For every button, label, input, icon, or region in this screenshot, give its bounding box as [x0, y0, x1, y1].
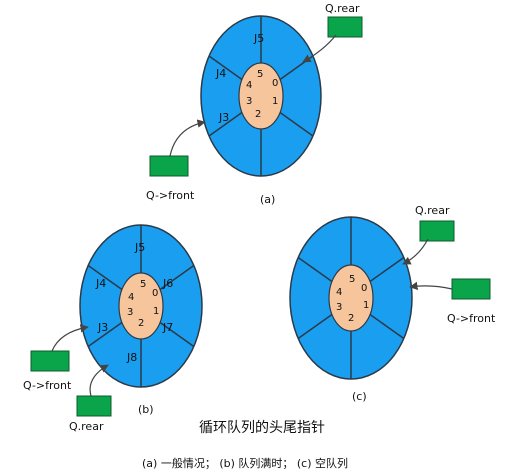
ring-divider-a-5: [208, 111, 243, 137]
queue-ring-a: [200, 15, 322, 177]
ring-divider-c-2: [369, 256, 405, 283]
index-label-b-1: 1: [153, 306, 159, 317]
pointer-arrow-a-front: [169, 119, 206, 157]
ring-divider-c-0: [297, 256, 333, 283]
index-label-b-0: 0: [152, 288, 158, 299]
pointer-box-b-front: [30, 350, 70, 372]
diagram-a: J5 J4 J3 5 0 4 1 3 2 Q.rear Q->front (a): [146, 2, 363, 206]
index-label-c-5: 5: [349, 274, 355, 285]
pointer-label-b-front: Q->front: [23, 379, 72, 392]
pointer-arrow-a-rear: [302, 34, 337, 63]
queue-ring-b: [79, 224, 203, 388]
diagram-b: J5 J4 J6 J3 J7 J8 5 0 4 1 3 2 Q->front Q…: [23, 224, 203, 433]
pointer-arrow-c-rear: [402, 238, 429, 265]
ring-divider-b-0: [87, 264, 123, 291]
index-label-a-2: 2: [255, 109, 261, 120]
ring-hub-a: [238, 62, 284, 130]
index-label-c-1: 1: [363, 300, 369, 311]
index-label-c-4: 4: [336, 287, 342, 298]
index-label-c-3: 3: [336, 302, 342, 313]
ring-divider-b-5: [87, 321, 123, 348]
pointer-label-b-rear: Q.rear: [69, 420, 104, 433]
index-label-a-0: 0: [272, 78, 278, 89]
index-label-a-5: 5: [257, 69, 263, 80]
index-label-a-4: 4: [246, 80, 252, 91]
ring-hub-c: [328, 264, 374, 332]
slot-label-b-j5: J5: [134, 241, 145, 254]
index-label-c-0: 0: [361, 283, 367, 294]
slot-label-b-j6: J6: [162, 277, 173, 290]
queue-ring-c: [289, 216, 413, 380]
pointer-label-c-front: Q->front: [447, 312, 496, 325]
pointer-label-a-front: Q->front: [146, 189, 195, 202]
subtitle-a: (a): [260, 193, 275, 206]
figure-note: (a) 一般情况； (b) 队列满时； (c) 空队列: [142, 456, 348, 470]
slot-label-b-j3: J3: [97, 321, 108, 334]
figure-caption: 循环队列的头尾指针: [199, 420, 325, 436]
ring-divider-c-3: [369, 313, 405, 340]
slot-label-a-j5: J5: [253, 32, 264, 45]
index-label-b-5: 5: [140, 279, 146, 290]
ring-divider-a-0: [208, 55, 243, 81]
pointer-arrow-c-front: [409, 281, 453, 291]
index-label-b-3: 3: [127, 307, 133, 318]
slot-label-b-j8: J8: [126, 351, 137, 364]
pointer-label-c-rear: Q.rear: [415, 204, 450, 217]
slot-label-a-j3: J3: [218, 111, 229, 124]
index-label-b-2: 2: [138, 318, 144, 329]
index-label-a-3: 3: [246, 96, 252, 107]
index-label-a-1: 1: [272, 96, 278, 107]
ring-divider-b-2: [159, 264, 195, 291]
pointer-label-a-rear: Q.rear: [325, 2, 360, 15]
diagram-c: 5 0 4 1 3 2 Q.rear Q->front (c): [289, 204, 496, 403]
ring-divider-b-3: [159, 321, 195, 348]
ring-hub-b: [118, 272, 164, 340]
ring-divider-a-3: [279, 111, 314, 137]
slot-label-b-j7: J7: [162, 321, 173, 334]
subtitle-c: (c): [352, 390, 367, 403]
pointer-box-c-rear: [419, 220, 455, 242]
pointer-box-a-front: [149, 155, 189, 177]
pointer-box-a-rear: [327, 16, 363, 38]
slot-label-b-j4: J4: [95, 277, 106, 290]
pointer-arrow-b-rear: [89, 364, 109, 397]
pointer-box-b-rear: [76, 395, 112, 417]
index-label-c-2: 2: [348, 313, 354, 324]
subtitle-b: (b): [138, 403, 154, 416]
ring-divider-c-5: [297, 313, 333, 340]
index-label-b-4: 4: [128, 292, 134, 303]
slot-label-a-j4: J4: [215, 67, 226, 80]
pointer-arrow-b-front: [51, 324, 89, 352]
pointer-box-c-front: [451, 278, 491, 300]
